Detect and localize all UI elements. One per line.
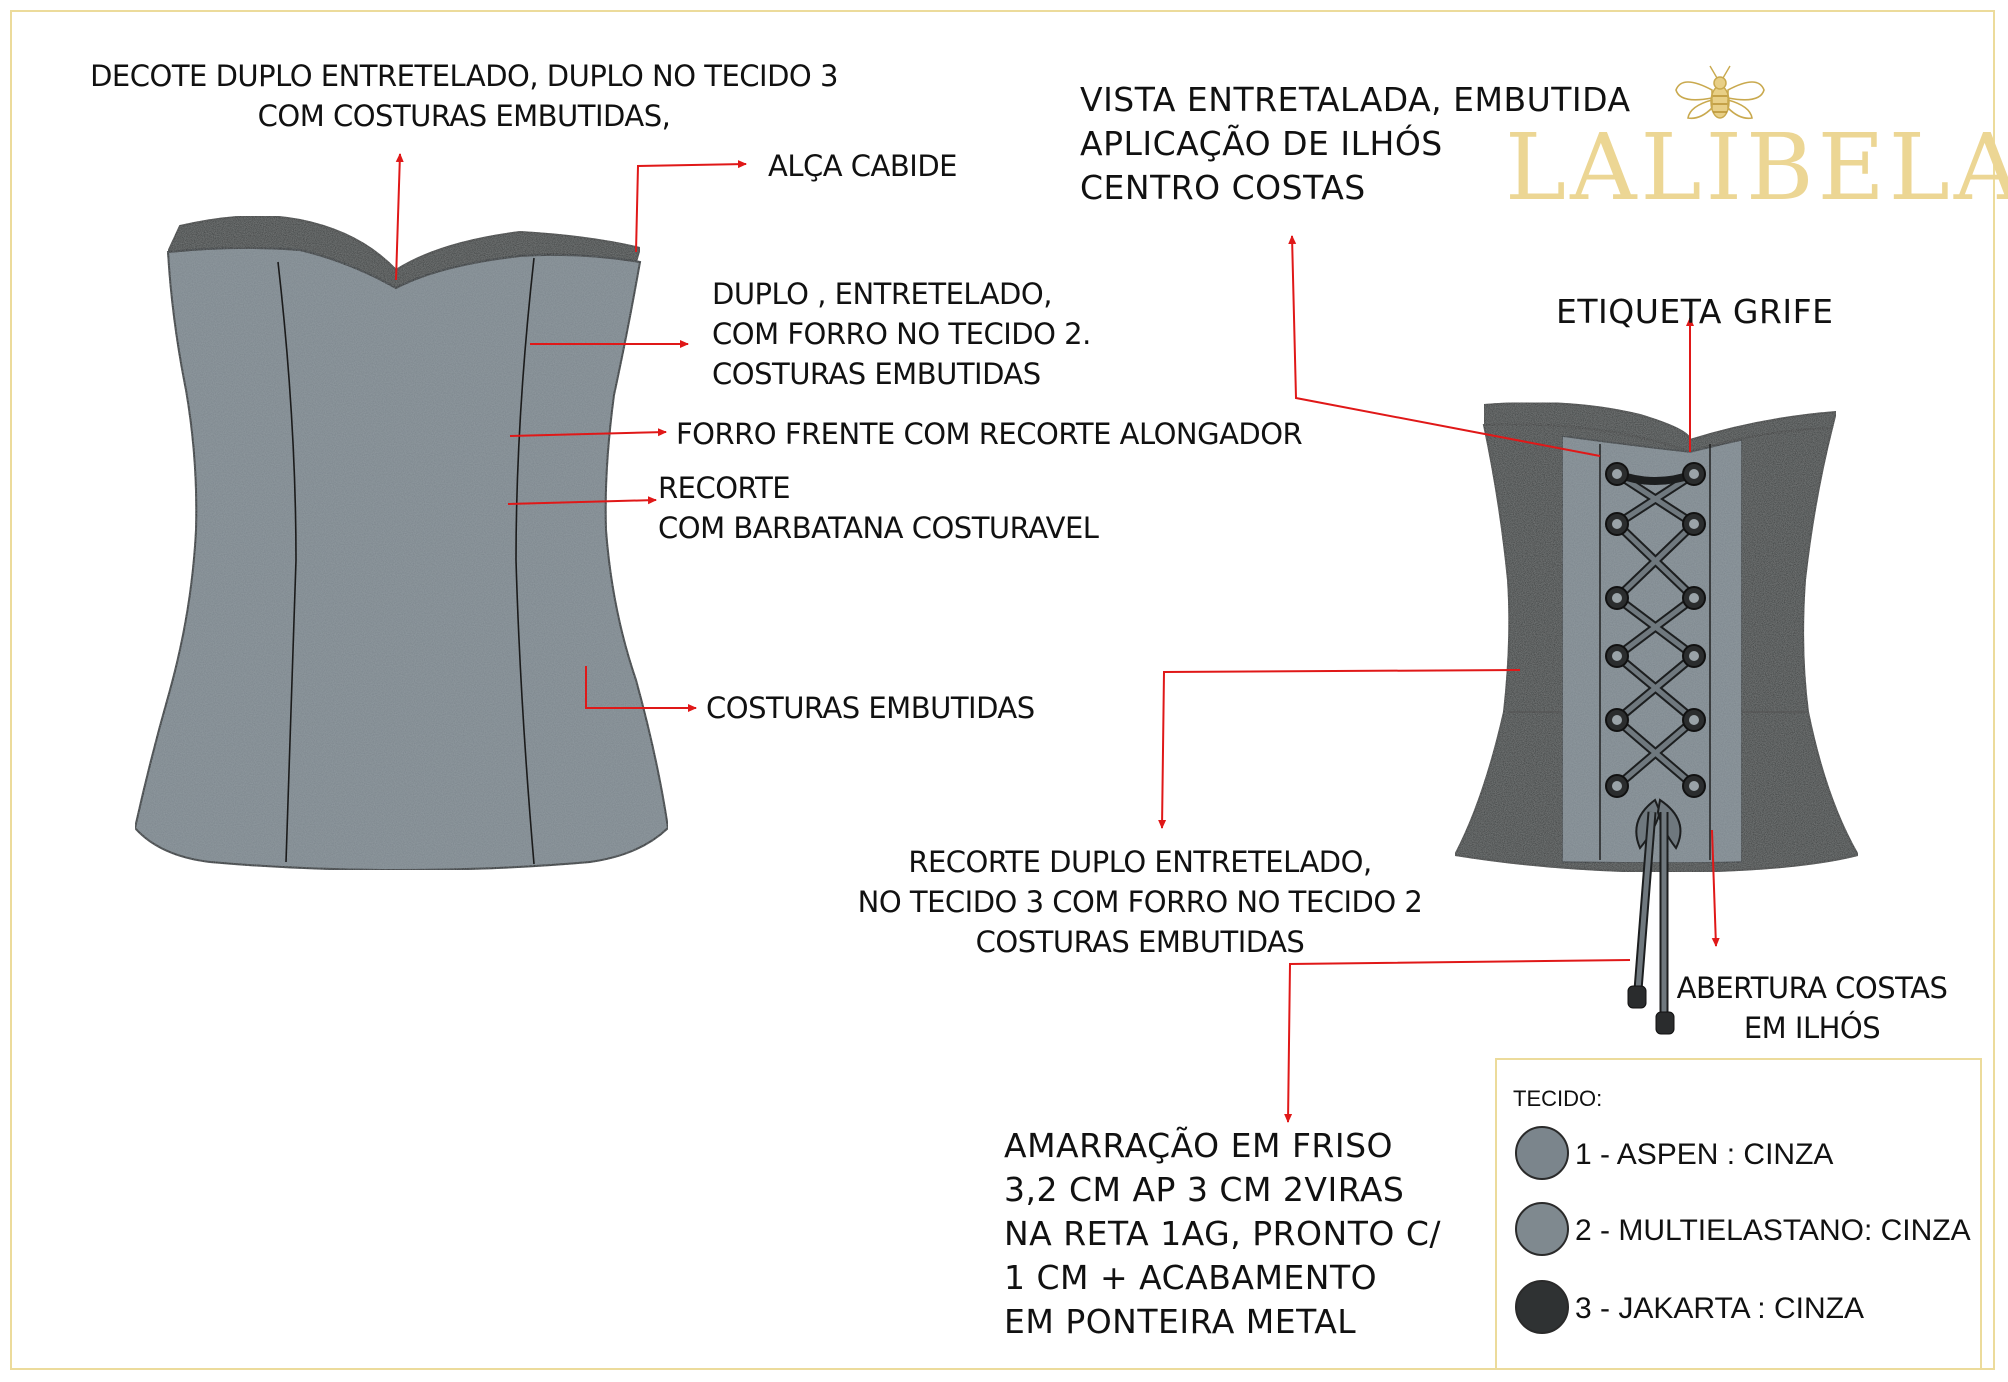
arrow-alca <box>635 160 747 253</box>
eyelet-icon <box>1612 781 1622 791</box>
annotation-arrows <box>395 153 1720 1123</box>
label-amarracao-line: EM PONTEIRA METAL <box>1004 1302 1357 1341</box>
front-seam-right <box>515 257 535 865</box>
label-decote-line: DECOTE DUPLO ENTRETELADO, DUPLO NO TECID… <box>90 59 838 93</box>
label-duplo: DUPLO , ENTRETELADO, COM FORRO NO TECIDO… <box>712 274 1091 394</box>
label-vista-line: CENTRO COSTAS <box>1080 168 1366 207</box>
label-alca: ALÇA CABIDE <box>768 149 958 183</box>
eyelet-icon <box>1612 519 1622 529</box>
brand-name: LALIBELA <box>1505 114 2008 221</box>
label-vista-line: APLICAÇÃO DE ILHÓS <box>1080 124 1443 163</box>
label-vista: VISTA ENTRETALADA, EMBUTIDA APLICAÇÃO DE… <box>1080 78 1631 210</box>
eyelet-icon <box>1689 651 1699 661</box>
legend-item: 1 - ASPEN : CINZA <box>1515 1126 1975 1186</box>
page-frame <box>10 10 1995 1370</box>
label-duplo-line: COSTURAS EMBUTIDAS <box>712 357 1041 391</box>
fabric-legend: TECIDO: 1 - ASPEN : CINZA 2 - MULTIELAST… <box>1495 1058 1982 1370</box>
back-lacing <box>1605 462 1706 1035</box>
metal-tip-icon <box>1627 985 1647 1009</box>
front-corset <box>133 215 670 872</box>
label-etiqueta: ETIQUETA GRIFE <box>1556 292 1834 331</box>
label-recorte-duplo-line: COSTURAS EMBUTIDAS <box>975 925 1305 959</box>
eyelet-icon <box>1689 469 1699 479</box>
label-abertura-line: EM ILHÓS <box>1743 1011 1881 1045</box>
eyelet-icon <box>1612 469 1622 479</box>
label-decote: DECOTE DUPLO ENTRETELADO, DUPLO NO TECID… <box>44 56 884 136</box>
label-costuras: COSTURAS EMBUTIDAS <box>706 691 1035 725</box>
label-recorte-duplo-line: NO TECIDO 3 COM FORRO NO TECIDO 2 <box>857 885 1423 919</box>
eyelet-icon <box>1612 651 1622 661</box>
label-recorte: RECORTE COM BARBATANA COSTURAVEL <box>658 468 1099 548</box>
legend-item: 3 - JAKARTA : CINZA <box>1515 1280 1975 1340</box>
label-amarracao-line: 1 CM + ACABAMENTO <box>1004 1258 1378 1297</box>
bee-icon <box>1675 65 1765 120</box>
lace-cord <box>1614 595 1697 659</box>
lace-cord <box>1614 521 1697 601</box>
label-duplo-line: COM FORRO NO TECIDO 2. <box>712 317 1091 351</box>
arrow-recorte-duplo <box>1158 669 1521 829</box>
legend-swatch-icon <box>1515 1280 1569 1334</box>
label-amarracao-line: 3,2 CM AP 3 CM 2VIRAS <box>1004 1170 1405 1209</box>
lace-cord <box>1614 471 1697 527</box>
label-recorte-duplo-line: RECORTE DUPLO ENTRETELADO, <box>908 845 1372 879</box>
arrow-abertura <box>1711 829 1720 947</box>
arrow-recorte <box>507 496 657 505</box>
label-abertura-line: ABERTURA COSTAS <box>1676 971 1948 1005</box>
back-corset <box>1453 401 1860 874</box>
front-seam-left <box>277 261 297 863</box>
arrow-decote <box>395 153 404 281</box>
legend-swatch-icon <box>1515 1202 1569 1256</box>
eyelet-icon <box>1689 715 1699 725</box>
label-recorte-line: COM BARBATANA COSTURAVEL <box>658 511 1099 545</box>
label-amarracao-line: NA RETA 1AG, PRONTO C/ <box>1004 1214 1442 1253</box>
legend-title: TECIDO: <box>1513 1086 1603 1111</box>
label-recorte-duplo: RECORTE DUPLO ENTRETELADO, NO TECIDO 3 C… <box>850 842 1430 962</box>
label-decote-line: COM COSTURAS EMBUTIDAS, <box>257 99 671 133</box>
label-amarracao: AMARRAÇÃO EM FRISO 3,2 CM AP 3 CM 2VIRAS… <box>1004 1124 1441 1344</box>
lace-tail <box>1635 811 1655 991</box>
metal-tip-icon <box>1655 1011 1675 1035</box>
label-abertura: ABERTURA COSTAS EM ILHÓS <box>1672 968 1952 1048</box>
back-center-panel <box>1561 435 1743 864</box>
eyelet-icon <box>1689 519 1699 529</box>
label-recorte-line: RECORTE <box>658 471 791 505</box>
arrow-forro <box>509 428 667 437</box>
lace-cord <box>1614 653 1697 723</box>
label-vista-line: VISTA ENTRETALADA, EMBUTIDA <box>1080 80 1631 119</box>
legend-swatch-icon <box>1515 1126 1569 1180</box>
legend-item-label: 3 - JAKARTA : CINZA <box>1575 1292 1864 1325</box>
lace-cord <box>1614 717 1697 789</box>
front-body <box>133 246 670 872</box>
legend-item: 2 - MULTIELASTANO: CINZA <box>1515 1202 1975 1262</box>
legend-item-label: 2 - MULTIELASTANO: CINZA <box>1575 1214 1971 1247</box>
eyelet-icon <box>1689 781 1699 791</box>
arrow-vista <box>1288 235 1601 457</box>
eyelet-icon <box>1612 715 1622 725</box>
legend-item-label: 1 - ASPEN : CINZA <box>1575 1138 1834 1171</box>
label-duplo-line: DUPLO , ENTRETELADO, <box>712 277 1052 311</box>
eyelet-icon <box>1612 593 1622 603</box>
arrow-amarracao <box>1284 959 1631 1123</box>
label-amarracao-line: AMARRAÇÃO EM FRISO <box>1004 1126 1394 1165</box>
arrow-costuras <box>585 666 697 712</box>
eyelet-icon <box>1689 593 1699 603</box>
label-forro: FORRO FRENTE COM RECORTE ALONGADOR <box>676 417 1303 451</box>
